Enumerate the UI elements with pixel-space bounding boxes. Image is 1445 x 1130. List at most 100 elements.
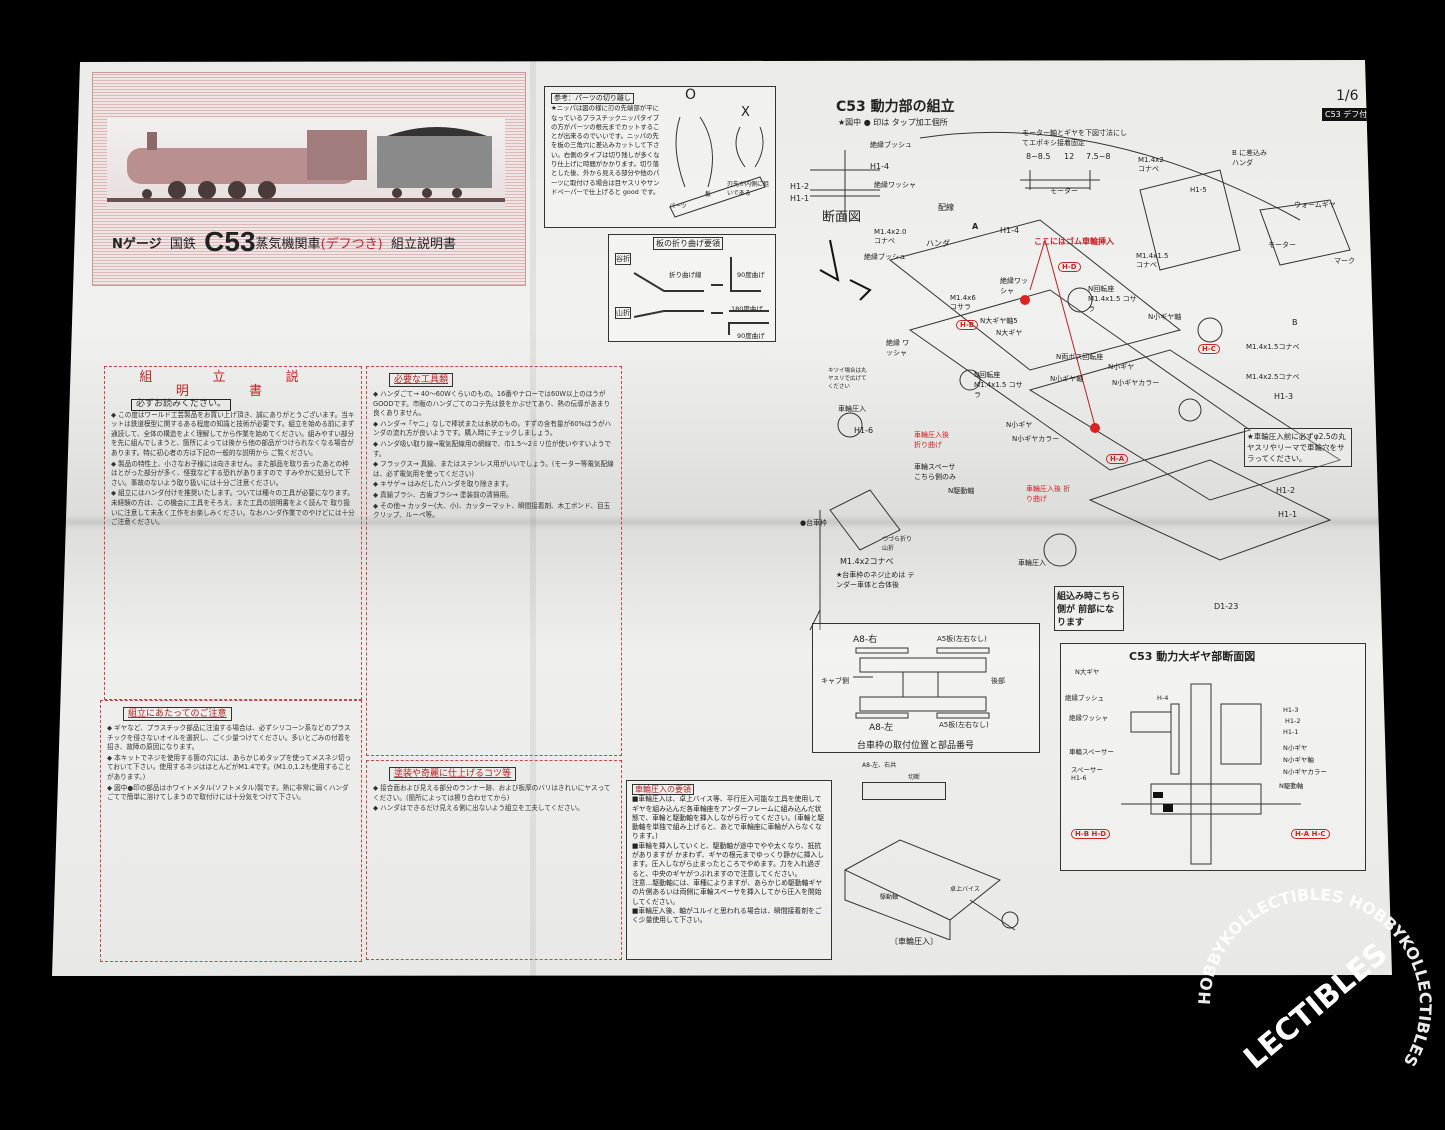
paragraph: 製品の特性上、小さなお子様には向きません。また部品を取り去ったあとの枠はとがった… xyxy=(111,460,355,489)
must-read-label: 必ずお読みください。 xyxy=(131,399,232,411)
paragraph: ハンダ吸い取り線→電気配線用の網線で、巾1.5〜2ミリ位が使いやすいようです。 xyxy=(373,440,615,459)
label: 絶縁ブッシュ xyxy=(864,253,906,261)
caution-column: 組立にあたってのご注意 ギヤなど、プラスチック部品に注油する場合は、必ずシリコー… xyxy=(100,700,362,962)
axle-ream-note: ★車輪圧入前に必ずφ2.5の丸ヤスリやリーマで車輪穴をサラってください。 xyxy=(1244,428,1352,467)
label: N小ギヤ軸 xyxy=(1283,756,1314,764)
label: 切断 xyxy=(908,774,921,781)
label: A5板(左右なし) xyxy=(939,721,989,729)
paragraph: その他→ カッター(大、小)、カッターマット、瞬間接着剤、木工ボンド、目玉クリッ… xyxy=(373,502,615,521)
label: 絶縁ブッシュ xyxy=(1065,694,1104,702)
label: ★台車枠のネジ止めは テンダー車体と合体後 xyxy=(836,571,915,589)
tools-column: 必要な工具類 ハンダごて→ 40〜60Wくらいのもの。16番やナローでは60W以… xyxy=(366,366,622,756)
label: 絶縁ブッシュ xyxy=(870,141,912,149)
paragraph: 接合面および見える部分のランナー跡、および板厚のバリはきれいにヤスってください。… xyxy=(373,784,615,803)
label: H1-2 xyxy=(1276,486,1296,495)
model-badge: C53 デフ付 xyxy=(1322,108,1371,121)
document-title: Nゲージ 国鉄 C53蒸気機関車(デフつき) 組立説明書 xyxy=(112,226,512,258)
label: N小ギヤ xyxy=(1006,421,1033,429)
part-tag: H-B H-D xyxy=(1071,829,1111,839)
bogie-caption: 台車枠の取付位置と部品番号 xyxy=(857,741,975,751)
label: N大ギヤ xyxy=(996,329,1023,337)
paragraph: 真鍮ブラシ、古歯ブラシ→ 塗装前の清掃用。 xyxy=(373,491,615,501)
label: N小ギヤカラー xyxy=(1112,379,1160,387)
label: 90度曲げ xyxy=(737,332,765,340)
painting-tips-column: 塗装や奇麗に仕上げるコツ等 接合面および見える部分のランナー跡、および板厚のバリ… xyxy=(366,760,622,960)
label: H-4 xyxy=(1157,694,1169,702)
railway-label: 国鉄 xyxy=(169,237,196,252)
label: 卓上バイス xyxy=(950,886,980,893)
tools-heading: 必要な工具類 xyxy=(389,373,454,387)
rubber-wheel-note: ここにはゴム車輪挿入 xyxy=(1034,237,1114,246)
label: B に差込み ハンダ xyxy=(1232,149,1268,167)
label: ハンダ xyxy=(926,239,950,248)
label: 刃先が内側に狙いである xyxy=(727,181,770,197)
part-tag-hd: H-D xyxy=(1058,262,1081,272)
label: N駆動軸 xyxy=(948,487,975,495)
label: N小ギヤカラー xyxy=(1283,768,1327,776)
paragraph: ハンダごて→ 40〜60Wくらいのもの。16番やナローでは60W以上のほうがGO… xyxy=(373,390,615,419)
label: A xyxy=(972,222,979,231)
label: 車輪圧入後 折り曲げ xyxy=(914,431,949,449)
label: H1-4 xyxy=(1000,226,1020,235)
label: A8-左 xyxy=(869,723,894,733)
painting-heading: 塗装や奇麗に仕上げるコツ等 xyxy=(389,767,517,781)
part-tag-hc: H-C xyxy=(1198,344,1220,354)
label: N大ギヤ軸5 xyxy=(980,317,1018,325)
label: N大ギヤ xyxy=(1075,668,1100,676)
cross-section-box: C53 動力大ギヤ部断面図 N大ギヤ 絶縁ブッシュ H-4 絶縁ワッシャ 車輪ス… xyxy=(1060,643,1366,871)
label: H1-3 xyxy=(1274,392,1294,401)
label: N回転座 M1.4x1.5 コサラ xyxy=(1088,285,1137,313)
label: M1.4x2 コナベ xyxy=(1138,156,1164,173)
instructions-heading: 組 立 説 明 書 xyxy=(139,370,327,399)
label: 絶縁ワッシャ xyxy=(1069,714,1108,722)
label: M1.4x1.5 コナベ xyxy=(1136,252,1169,269)
svg-text:HOBBYKOLLECTIBLES HOBBYKOLLECT: HOBBYKOLLECTIBLES HOBBYKOLLECTIBLES xyxy=(1195,885,1435,1070)
label: 山折 xyxy=(615,307,631,319)
paragraph: 組立にはハンダ付けを推奨いたします。ついては種々の工具が必要になります。未経験の… xyxy=(111,489,355,527)
part-tag-hb: H-B xyxy=(956,320,979,330)
paragraph: ■車輪圧入後、軸がユルイと思われる場合は、瞬間接着剤をごく少量使用して下さい。 xyxy=(632,906,822,925)
locomotive-photo xyxy=(107,118,505,208)
paragraph: ■車輪圧入は、卓上バイス等、平行圧入可能な工具を使用してギヤを組み込んだ各車輪座… xyxy=(632,795,825,841)
label: 後部 xyxy=(991,677,1005,685)
label: 配線 xyxy=(938,203,954,212)
nipper-illustration xyxy=(669,116,766,218)
label: 180度曲げ xyxy=(731,305,763,313)
label: H1-1 xyxy=(1278,510,1298,519)
cross-section-title: C53 動力大ギヤ部断面図 xyxy=(1129,650,1256,663)
label: N小ギヤカラー xyxy=(1012,435,1060,443)
paragraph: ギヤなど、プラスチック部品に注油する場合は、必ずシリコーン系などのプラスチックを… xyxy=(107,724,355,753)
bending-guide-box: 板の折り曲げ要領 谷折 山折 折り曲げ線 90度曲げ 180度曲げ 90度曲げ xyxy=(608,234,776,342)
paragraph: ハンダ→「ヤニ」なしで棒状または糸状のもの。すずの含有量が60%ほうがハンダの流… xyxy=(373,420,615,439)
label: A5板(左右なし) xyxy=(937,635,987,643)
bench-vise-illustration xyxy=(843,839,1019,940)
label: 絶縁ワッシャ xyxy=(874,181,916,189)
press-fit-box: 車輪圧入の要領 ■車輪圧入は、卓上バイス等、平行圧入可能な工具を使用してギヤを組… xyxy=(626,780,832,960)
label: 90度曲げ xyxy=(737,271,765,279)
label: ●台車枠 xyxy=(800,519,828,527)
label: 板 xyxy=(705,191,712,198)
cutting-note-text: 参考：パーツの切り離し ★ニッパは図の様に刃の先端部が平になっているプラスチック… xyxy=(551,93,661,197)
label: 谷折 xyxy=(615,253,631,265)
label: 絶縁 ワッシャ xyxy=(886,339,910,357)
label: D1-23 xyxy=(1214,602,1239,611)
label: キャブ側 xyxy=(821,677,849,685)
caution-heading: 組立にあたってのご注意 xyxy=(123,707,232,721)
label: H1-6 xyxy=(854,426,874,435)
instructions-column: 組 立 説 明 書 必ずお読みください。 この度はワールド工芸製品をお買い上げ頂… xyxy=(104,366,362,700)
label: N回転座 M1.4x1.5 コサラ xyxy=(974,371,1023,399)
paragraph: 注意…駆動軸には、車種によりますが、あらかじめ駆動軸ギヤの片側あるいは両側に車輪… xyxy=(632,878,823,906)
press-fit-heading: 車輪圧入の要領 xyxy=(632,784,694,796)
label: H1-2 xyxy=(790,182,810,191)
paragraph: ハンダはできるだけ見える側に出ないよう組立を工夫してください。 xyxy=(373,804,615,814)
label: 車輪スペーサー xyxy=(1069,748,1114,756)
model-name: C53 xyxy=(204,226,256,257)
good-mark: O xyxy=(685,87,697,103)
label: B xyxy=(1292,318,1298,327)
label: スペーサー H1-6 xyxy=(1071,766,1103,782)
label: モーター xyxy=(1268,241,1296,249)
loco-type: 蒸気機関車 xyxy=(255,237,321,252)
label: 〔車輪圧入〕 xyxy=(890,937,938,946)
front-side-note: 組込み時こちら側が 前部になります xyxy=(1054,586,1124,631)
label: M1.4x1.5コナベ xyxy=(1246,343,1300,351)
